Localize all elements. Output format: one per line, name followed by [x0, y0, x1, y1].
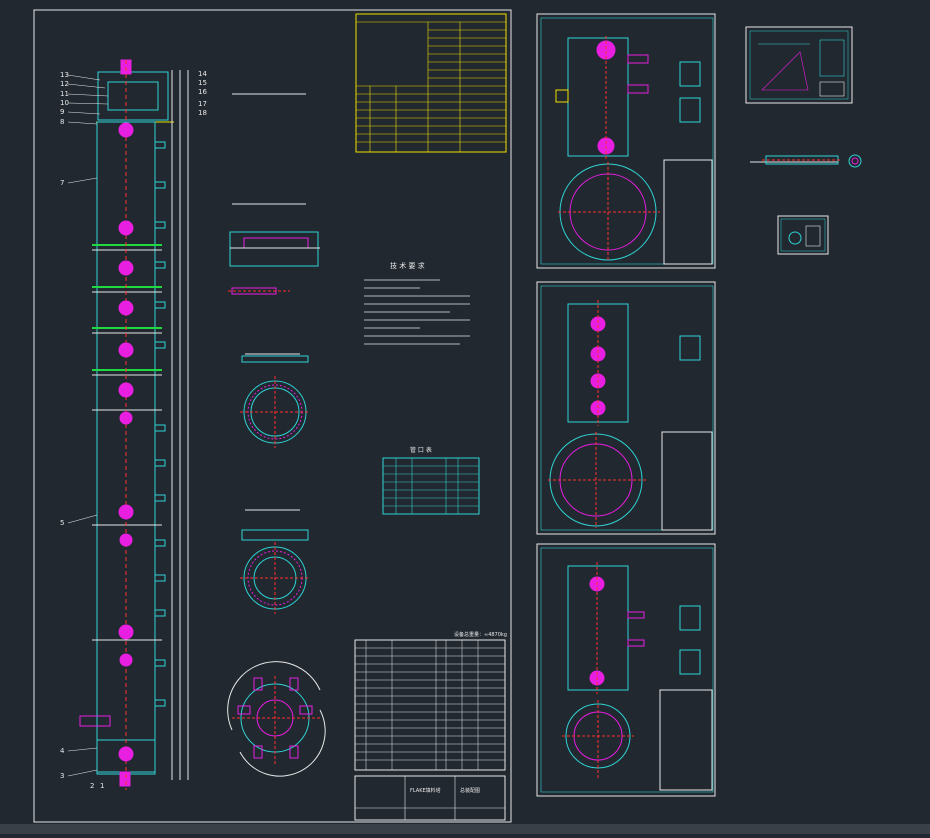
svg-text:1: 1 [100, 782, 104, 790]
svg-text:9: 9 [60, 108, 64, 116]
svg-text:FLAKE填料塔: FLAKE填料塔 [410, 787, 441, 794]
svg-text:13: 13 [60, 71, 69, 79]
bottom-scrollbar[interactable] [0, 824, 930, 834]
svg-text:11: 11 [60, 90, 69, 98]
thumbnail-sheet-a [745, 26, 853, 104]
section-sheet-middle [536, 281, 716, 535]
svg-text:8: 8 [60, 118, 64, 126]
detail-views [227, 93, 326, 777]
nozzle-table: 管 口 表 [382, 446, 480, 515]
section-sheet-bottom [536, 543, 716, 797]
svg-text:4: 4 [60, 747, 65, 755]
svg-text:2: 2 [90, 782, 94, 790]
svg-text:7: 7 [60, 179, 64, 187]
svg-text:技 术 要 求: 技 术 要 求 [390, 261, 425, 270]
svg-text:3: 3 [60, 772, 64, 780]
svg-text:5: 5 [60, 519, 64, 527]
svg-text:15: 15 [198, 79, 207, 87]
section-sheet-top [536, 13, 716, 269]
svg-text:管 口 表: 管 口 表 [410, 446, 432, 454]
part-labels-right: 14 15 16 17 18 [198, 70, 207, 117]
svg-text:12: 12 [60, 80, 69, 88]
technical-requirements: 技 术 要 求 [364, 261, 470, 345]
design-data-table [355, 13, 507, 153]
svg-text:16: 16 [198, 88, 207, 96]
svg-text:设备总重量：≈4870kg: 设备总重量：≈4870kg [454, 631, 507, 638]
parts-list: 设备总重量：≈4870kg FLAKE填料塔 总装配图 [354, 631, 507, 821]
main-assembly-sheet: 13 12 11 10 9 8 7 5 4 3 2 1 14 15 16 17 … [33, 9, 512, 823]
svg-text:10: 10 [60, 99, 69, 107]
part-labels-left: 13 12 11 10 9 8 7 5 4 3 2 1 [60, 71, 104, 790]
pipe-drawing [750, 154, 862, 168]
svg-text:总装配图: 总装配图 [460, 787, 480, 794]
svg-text:18: 18 [198, 109, 207, 117]
svg-text:17: 17 [198, 100, 207, 108]
manhole-markers [118, 122, 134, 762]
svg-text:14: 14 [198, 70, 207, 78]
column-drawing [79, 59, 189, 790]
thumbnail-sheet-b [777, 215, 829, 255]
